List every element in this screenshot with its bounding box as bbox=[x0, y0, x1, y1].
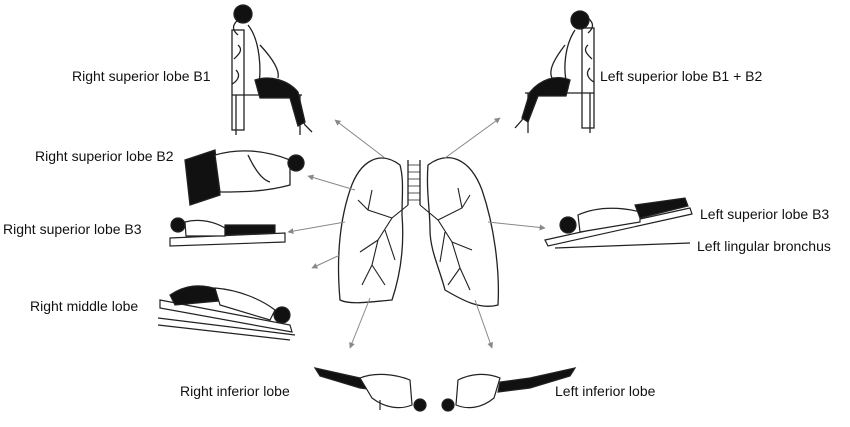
arrow-right-superior-b3 bbox=[287, 221, 346, 235]
lungs-illustration bbox=[337, 157, 499, 307]
arrow-right-middle bbox=[311, 254, 341, 269]
label-right-superior-b3: Right superior lobe B3 bbox=[3, 221, 142, 237]
figure-supine-left-b3 bbox=[544, 197, 693, 249]
label-right-inferior: Right inferior lobe bbox=[180, 383, 290, 399]
label-left-superior-b3: Left superior lobe B3 bbox=[700, 206, 830, 222]
arrows bbox=[287, 117, 546, 349]
arrow-right-superior-b1 bbox=[334, 119, 386, 159]
label-right-superior-b1: Right superior lobe B1 bbox=[72, 68, 211, 84]
arrow-right-inferior bbox=[349, 297, 371, 349]
label-right-middle: Right middle lobe bbox=[30, 298, 139, 314]
figure-tilted-right-middle bbox=[157, 285, 296, 341]
figure-seated-left-b1b2 bbox=[514, 10, 595, 133]
label-right-superior-b2: Right superior lobe B2 bbox=[35, 148, 174, 164]
arrow-left-superior-b1b2 bbox=[444, 117, 501, 159]
arrow-left-superior-b3 bbox=[487, 221, 546, 231]
arrow-right-superior-b2 bbox=[307, 174, 356, 191]
figure-inverted-left-inferior bbox=[441, 367, 577, 412]
figure-inverted-right-inferior bbox=[313, 367, 427, 412]
figure-prone-right-b2 bbox=[184, 149, 305, 206]
figure-seated-right-b1 bbox=[231, 4, 313, 135]
label-left-inferior: Left inferior lobe bbox=[555, 383, 656, 399]
label-left-superior-b1b2: Left superior lobe B1 + B2 bbox=[600, 68, 763, 84]
label-left-lingular: Left lingular bronchus bbox=[697, 238, 831, 254]
arrow-left-inferior bbox=[474, 299, 494, 349]
figure-supine-right-b3 bbox=[169, 217, 286, 247]
